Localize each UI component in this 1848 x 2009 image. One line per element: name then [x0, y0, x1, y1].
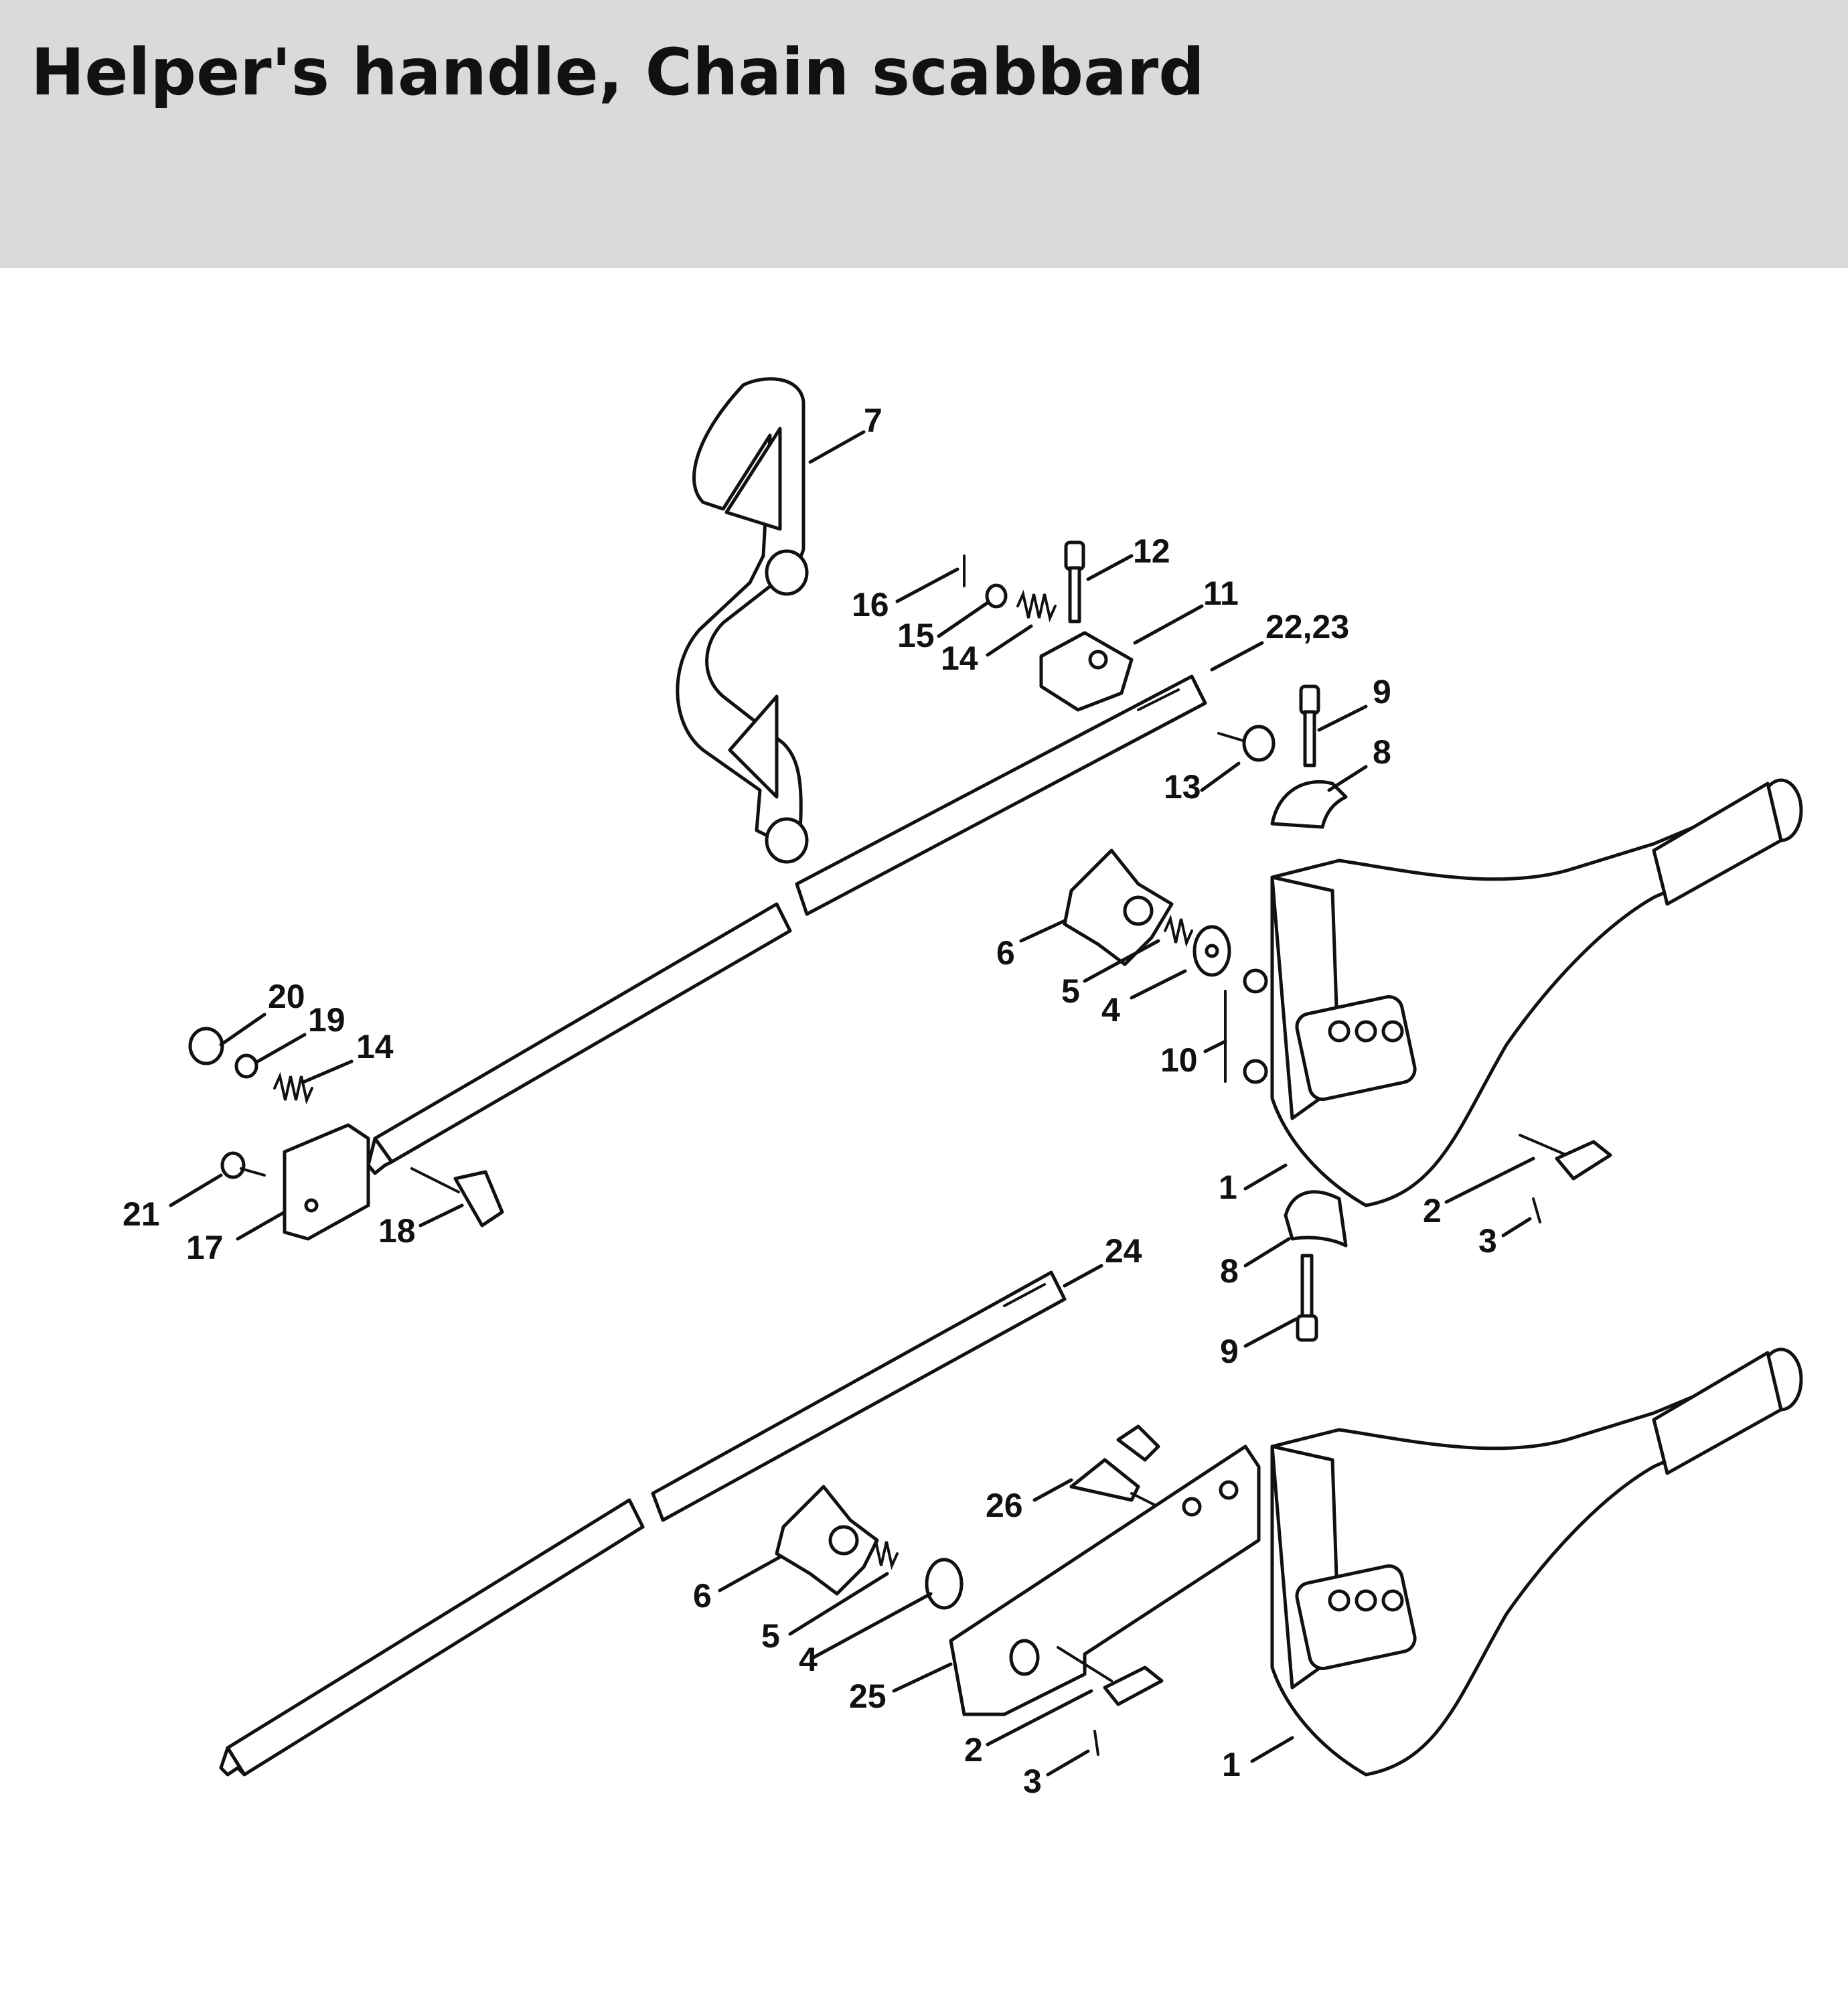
- star-knob-6-upper: [1063, 848, 1174, 966]
- spring-14-upper: [1016, 589, 1057, 623]
- upper-chain-scabbard-part: [366, 674, 1207, 1175]
- callout-11: 11: [1203, 575, 1239, 612]
- callout-9-upper: 9: [1373, 673, 1391, 711]
- callout-1-lower: 1: [1222, 1746, 1241, 1783]
- knob-bolt-13: [1217, 725, 1276, 762]
- callout-17: 17: [186, 1229, 224, 1266]
- callout-1-upper: 1: [1219, 1169, 1237, 1206]
- callout-9-lower: 9: [1220, 1333, 1239, 1370]
- clamp-11: [1039, 631, 1134, 712]
- spring-14-left: [273, 1071, 313, 1105]
- page-title: Helper's handle, Chain scabbard: [31, 35, 1205, 110]
- washer-4-upper: [1192, 925, 1231, 977]
- washer-19: [234, 1053, 258, 1079]
- callout-labels: 7 12 16 11 15 14 22,23 9 8 13 6 5 4 10 2…: [123, 402, 1497, 1800]
- bracket-17: [283, 1123, 370, 1241]
- screw-21: [220, 1151, 266, 1179]
- bolt-9-lower: [1296, 1254, 1318, 1342]
- callout-4-upper: 4: [1101, 991, 1120, 1029]
- header-band: [0, 0, 1848, 268]
- lower-housing-part: [1270, 1347, 1803, 1777]
- callout-25: 25: [849, 1678, 887, 1715]
- callout-14-left: 14: [356, 1028, 394, 1065]
- callout-24: 24: [1105, 1232, 1142, 1270]
- helpers-handle-part: [676, 377, 809, 864]
- callout-26: 26: [986, 1487, 1023, 1524]
- callout-8-lower: 8: [1220, 1252, 1239, 1290]
- callout-20: 20: [268, 978, 305, 1015]
- callout-2-upper: 2: [1423, 1192, 1442, 1230]
- spring-5-lower: [869, 1537, 899, 1570]
- lower-chain-scabbard-part: [219, 1270, 1067, 1777]
- nut-10: [1224, 968, 1268, 1084]
- plate-25: [949, 1444, 1261, 1716]
- callout-12: 12: [1133, 532, 1170, 570]
- pin-3-lower: [1093, 1730, 1099, 1756]
- bolt-9-upper: [1299, 684, 1320, 767]
- cap-20: [188, 1027, 224, 1065]
- callout-13: 13: [1164, 768, 1201, 806]
- pin-3-upper: [1532, 1197, 1541, 1223]
- callout-10: 10: [1160, 1041, 1198, 1079]
- t-bolt-2-lower: [1057, 1646, 1164, 1706]
- spring-5-upper: [1164, 914, 1193, 948]
- callout-5-upper: 5: [1061, 972, 1080, 1010]
- callout-6-upper: 6: [996, 934, 1015, 972]
- t-bolt-2-upper: [1519, 1134, 1612, 1181]
- leader-lines: [169, 430, 1535, 1777]
- callout-19: 19: [308, 1001, 345, 1039]
- clamp-8-lower: [1284, 1190, 1348, 1248]
- washer-15: [985, 583, 1008, 609]
- upper-housing-part: [1270, 778, 1803, 1207]
- callout-18: 18: [378, 1212, 416, 1250]
- callout-3-upper: 3: [1478, 1222, 1497, 1260]
- callout-16: 16: [852, 586, 889, 623]
- callout-8-upper: 8: [1373, 733, 1391, 771]
- callout-3-lower: 3: [1023, 1763, 1042, 1800]
- callout-21: 21: [123, 1195, 160, 1233]
- star-knob-6-lower: [775, 1485, 879, 1596]
- callout-2-lower: 2: [964, 1731, 983, 1769]
- callout-15: 15: [897, 617, 935, 654]
- callout-7: 7: [864, 402, 882, 439]
- clamp-18: [410, 1167, 504, 1227]
- callout-22-23: 22,23: [1265, 608, 1349, 646]
- bolt-26: [1069, 1424, 1173, 1515]
- bolt-12: [1064, 540, 1085, 623]
- callout-5-lower: 5: [761, 1617, 780, 1655]
- callout-4-lower: 4: [799, 1641, 818, 1678]
- callout-6-lower: 6: [693, 1577, 712, 1615]
- clamp-8-upper: [1270, 780, 1348, 829]
- callout-14-upper: 14: [941, 640, 978, 677]
- washer-4-lower: [925, 1558, 964, 1610]
